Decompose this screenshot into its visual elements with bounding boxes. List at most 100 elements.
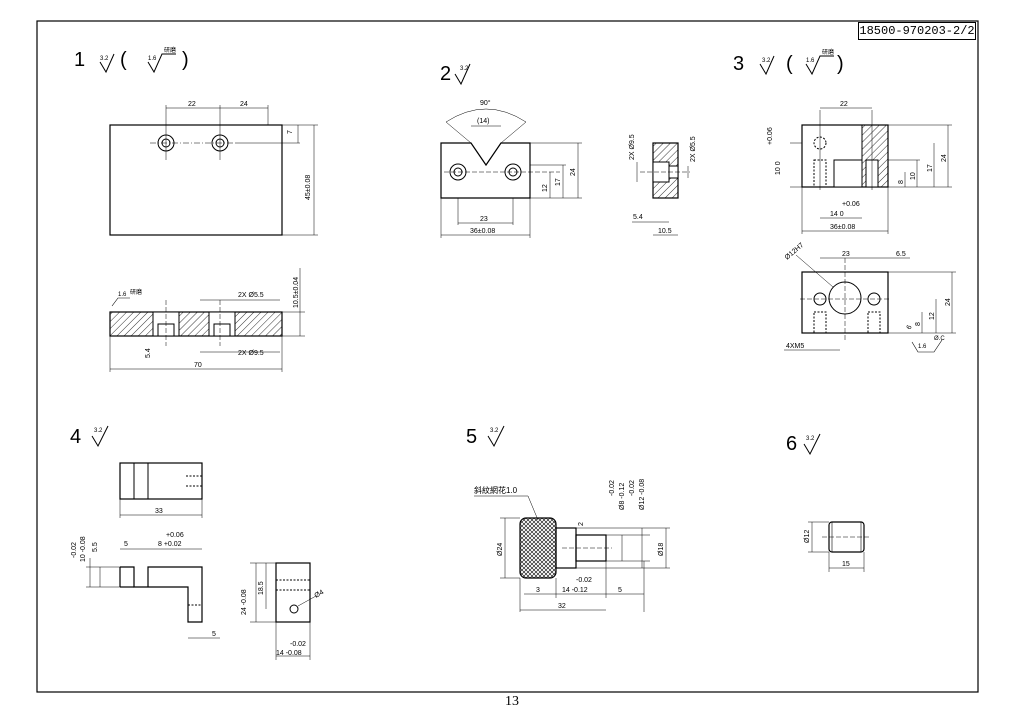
dim-12: 12 <box>542 184 549 192</box>
dim-len-t1: -0.02 <box>576 577 592 584</box>
dim-33: 33 <box>155 508 163 515</box>
dim-tol-w2: 14 -0.08 <box>276 650 302 657</box>
dim-tol-h2: 8 +0.02 <box>158 541 182 548</box>
surface-finish-icon <box>487 425 505 448</box>
finish-value: 3.2 <box>490 428 499 434</box>
part4-top-view <box>119 462 203 500</box>
dim-t1: -0.02 <box>609 480 616 496</box>
drawing-number: 18500-970203-2/2 <box>858 22 976 40</box>
drawing-border <box>36 20 979 693</box>
dim-tol-top: +0.06 <box>767 127 774 145</box>
finish-value: 1.6 <box>918 344 927 350</box>
dim-24: 24 <box>941 154 948 162</box>
part-label: 2 <box>440 63 451 85</box>
part-label: 1 <box>74 49 85 71</box>
dim-tol-h1: +0.06 <box>166 532 184 539</box>
part-5: 5 3.2 斜紋網花1.0 Ø24 -0.02 Ø8 -0.12 -0.02 Ø… <box>466 425 670 612</box>
dim-len-t2: 14 -0.12 <box>562 587 588 594</box>
dim-5: 5 <box>124 541 128 548</box>
finish-value: 3.2 <box>100 56 109 62</box>
part-label: 3 <box>733 53 744 75</box>
dim-6: 6 <box>906 324 914 331</box>
part-4: 4 3.2 33 -0.02 10 -0.08 5.5 5 +0.06 8 +0… <box>70 425 326 660</box>
part4-front-view <box>120 566 203 623</box>
dim-17: 17 <box>555 178 562 186</box>
dim-h12: 12 <box>929 312 936 320</box>
part-2: 2 3.2 90° (14) 23 36±0.08 12 17 24 <box>440 63 697 238</box>
dim-tol14a: +0.06 <box>842 201 860 208</box>
dim-cb-depth: 5.4 <box>145 348 152 358</box>
surface-finish-icon <box>805 55 834 76</box>
dim-tap: 4XM5 <box>786 343 804 350</box>
dim-3: 3 <box>536 587 540 594</box>
surface-finish-icon <box>91 425 109 448</box>
paren-close: ) <box>837 53 844 75</box>
finish-value: 3.2 <box>94 428 103 434</box>
part-label: 4 <box>70 426 81 448</box>
dim-17: 17 <box>927 164 934 172</box>
finish-note: Ø.C <box>934 336 945 342</box>
dim-hole: Ø4 <box>314 589 326 600</box>
dim-45: 45±0.08 <box>305 175 312 200</box>
dim-24: 24 -0.08 <box>241 589 248 615</box>
part-label: 6 <box>786 433 797 455</box>
dim-len: 15 <box>842 561 850 568</box>
dim-2: 2 <box>578 522 585 526</box>
dim-36: 36±0.08 <box>470 228 495 235</box>
dim-22: 22 <box>188 101 196 108</box>
dim-cb: 2X Ø9.5 <box>629 134 636 160</box>
dim-hole: Ø12H7 <box>784 242 806 262</box>
paren-open: ( <box>120 49 127 71</box>
dim-t4: Ø12 -0.08 <box>639 479 646 510</box>
dim-5-4: 5.4 <box>633 214 643 221</box>
dim-thru: 2X Ø5.5 <box>690 136 697 162</box>
surface-finish-icon <box>759 55 775 76</box>
dim-5: 5 <box>618 587 622 594</box>
dim-10-5: 10.5 <box>658 228 672 235</box>
dim-23: 23 <box>842 251 850 258</box>
vblock-front-view <box>440 142 531 199</box>
part-3: 3 3.2 ( 1.6 研磨 ) 22 10 0 +0.06 8 10 17 2… <box>733 48 956 353</box>
surface-finish-icon <box>454 63 471 86</box>
finish-value: 1.6 <box>806 58 815 64</box>
finish-value: 3.2 <box>762 58 771 64</box>
part-label: 5 <box>466 426 477 448</box>
finish-note: 研磨 <box>822 48 834 56</box>
dim-22: 22 <box>840 101 848 108</box>
finish-note: 研磨 <box>164 46 176 54</box>
paren-open: ( <box>786 53 793 75</box>
knurled-head <box>519 517 557 579</box>
dim-holes-thru: 2X Ø5.5 <box>238 292 264 299</box>
surface-finish-icon <box>99 53 115 74</box>
dim-tol-v2: 10 -0.08 <box>80 536 87 562</box>
dim-t2: Ø8 -0.12 <box>619 483 626 510</box>
dim-tol-w1: -0.02 <box>290 641 306 648</box>
part-1: 1 3.2 ( 1.6 研磨 ) 22 24 7 45±0.08 <box>74 46 318 372</box>
dim-angle: 90° <box>480 99 491 107</box>
finish-value: 3.2 <box>460 66 469 72</box>
dim-18: Ø18 <box>658 543 665 556</box>
dim-8: 8 <box>898 180 905 184</box>
part-6: 6 3.2 Ø12 15 <box>786 433 870 572</box>
dim-7: 7 <box>287 130 294 134</box>
dim-dia: Ø12 <box>804 530 811 543</box>
dim-18-5: 18.5 <box>258 581 265 595</box>
dim-6-5: 6.5 <box>896 251 906 258</box>
dim-24: 24 <box>240 101 248 108</box>
surface-finish-icon <box>111 297 130 307</box>
finish-value: 1.6 <box>118 292 127 298</box>
knurl-note: 斜紋網花1.0 <box>474 485 518 495</box>
surface-finish-icon <box>147 53 176 74</box>
dim-36: 36±0.08 <box>830 224 855 231</box>
page-number: 13 <box>505 694 519 709</box>
part4-side-view <box>275 562 311 623</box>
dim-gap: (14) <box>477 118 489 125</box>
dim-5-5: 5.5 <box>92 542 99 552</box>
dim-thickness: 10.5±0.04 <box>293 277 300 308</box>
surface-finish-icon <box>911 339 943 353</box>
surface-finish-icon <box>803 433 821 456</box>
dim-23: 23 <box>480 216 488 223</box>
dim-24: 24 <box>570 168 577 176</box>
dim-length: 70 <box>194 362 202 369</box>
